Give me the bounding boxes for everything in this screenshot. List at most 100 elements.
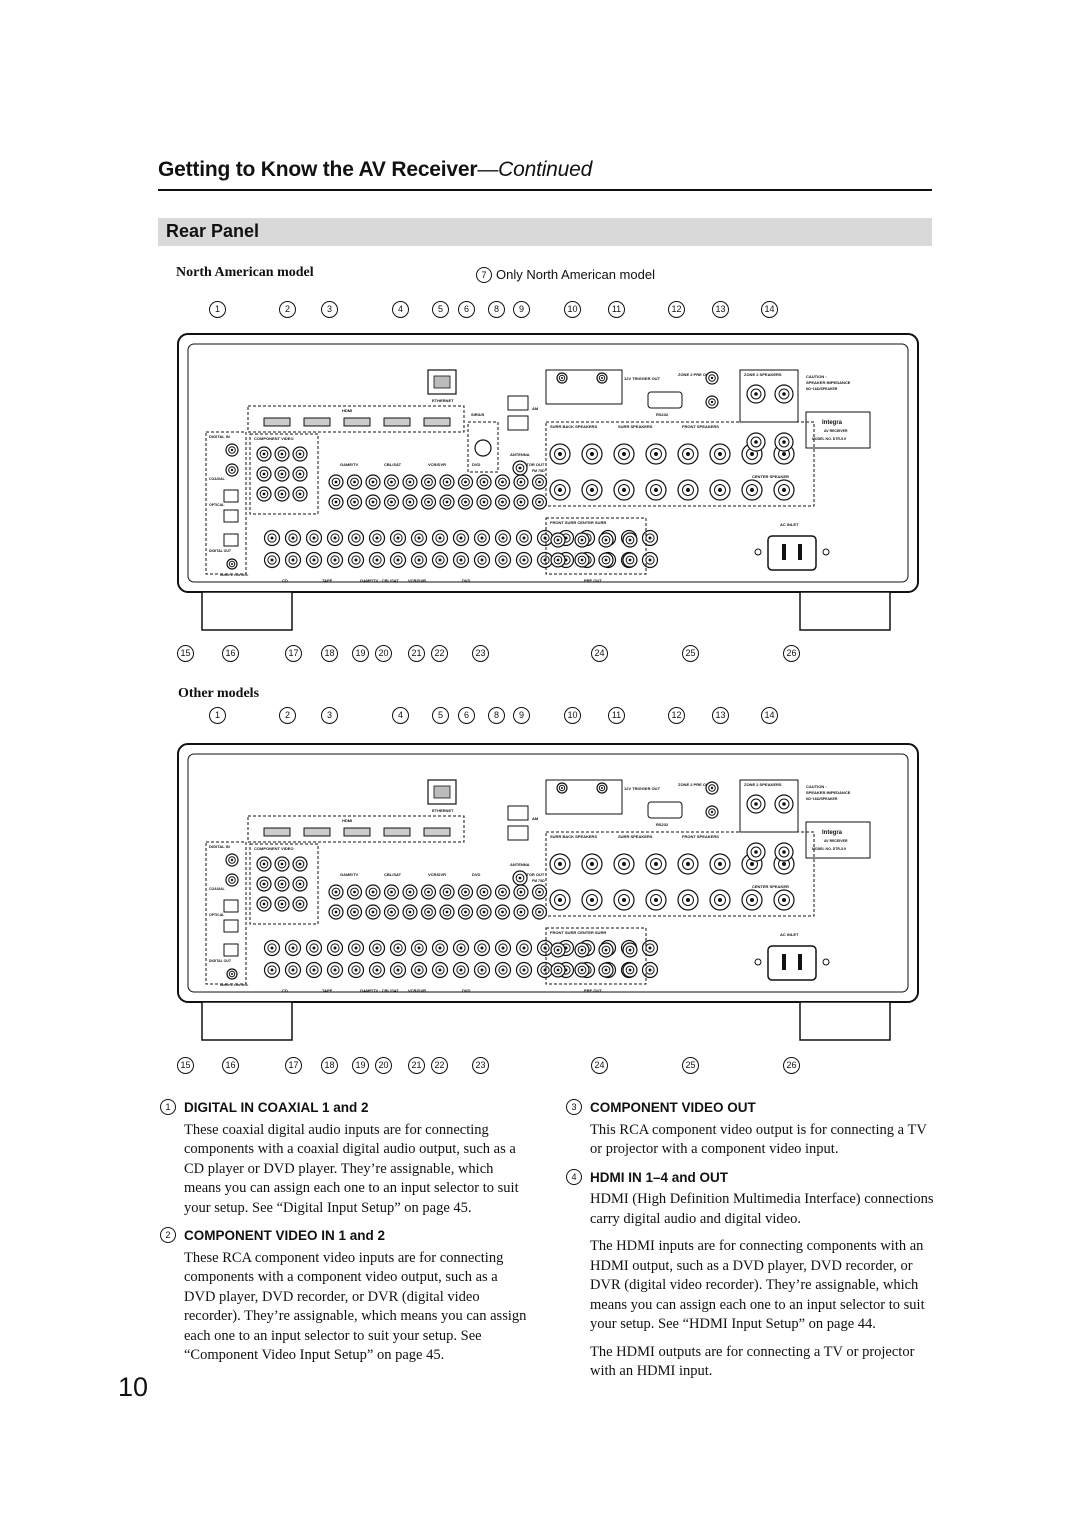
jack-pin — [298, 882, 302, 886]
callout-11: 11 — [608, 707, 625, 724]
north-american-label: North American model — [176, 265, 314, 280]
callout-9: 9 — [513, 707, 530, 724]
jack-pin — [291, 946, 295, 950]
rs232-port — [647, 391, 683, 409]
jack-pin — [628, 948, 632, 952]
item-number: 3 — [566, 1099, 582, 1115]
jack-pin — [501, 968, 505, 972]
jack-pin — [262, 902, 266, 906]
jack-pin — [354, 968, 358, 972]
brand-plate — [805, 411, 871, 449]
jack-pin — [230, 878, 234, 882]
speaker-block — [545, 831, 815, 917]
item-title: COMPONENT VIDEO IN 1 and 2 — [184, 1228, 386, 1243]
jack-pin — [501, 480, 504, 484]
callout-2: 2 — [279, 707, 296, 724]
jack-pin — [604, 538, 608, 542]
callout-25: 25 — [682, 1057, 699, 1074]
jack-pin — [590, 452, 594, 456]
hdmi-port — [343, 827, 371, 837]
jack-pin — [334, 480, 338, 484]
screw-hole — [754, 958, 762, 966]
digital-in-block — [205, 431, 247, 575]
jack-pin — [686, 452, 690, 456]
label-pre-out: PRE OUT — [584, 578, 602, 583]
callout-6: 6 — [458, 707, 475, 724]
callout-13: 13 — [712, 301, 729, 318]
label-video-input: GAME/TV — [340, 872, 359, 877]
label-surr-speakers: SURR SPEAKERS — [618, 834, 653, 839]
section-bar: Rear Panel — [158, 218, 932, 246]
jack-pin — [298, 472, 302, 476]
jack-pin — [334, 890, 338, 894]
jack-pin — [501, 946, 505, 950]
callout-17: 17 — [285, 645, 302, 662]
jack-pin — [231, 973, 233, 975]
callout-3: 3 — [321, 301, 338, 318]
jack-pin — [604, 558, 608, 562]
jack-pin — [622, 488, 626, 492]
jack-pin — [590, 488, 594, 492]
item-number: 4 — [566, 1168, 582, 1185]
jack-pin — [459, 946, 463, 950]
jack-pin — [718, 898, 722, 902]
callout-1: 1 — [209, 707, 226, 724]
callout-26: 26 — [783, 1057, 800, 1074]
label-ethernet: ETHERNET — [432, 808, 454, 813]
jack-pin — [556, 968, 560, 972]
label-tape: TAPE — [322, 988, 333, 993]
jack-pin — [417, 558, 421, 562]
jack-pin — [782, 850, 786, 854]
jack-pin — [590, 898, 594, 902]
jack-pin — [417, 536, 421, 540]
label-dvd: DVD — [462, 988, 471, 993]
jack-pin — [628, 538, 632, 542]
jack-pin — [375, 558, 379, 562]
sirius-port — [474, 439, 492, 457]
callout-10: 10 — [564, 707, 581, 724]
jack-pin — [445, 480, 449, 484]
label-ethernet: ETHERNET — [432, 398, 454, 403]
jack-pin — [371, 890, 375, 894]
jack-pin — [750, 488, 754, 492]
jack-pin — [354, 536, 358, 540]
label-am: AM — [532, 816, 539, 821]
ac-inlet — [767, 945, 817, 981]
label-optical: OPTICAL — [209, 503, 225, 507]
label-pre-out-channels: FRONT SURR CENTER SURR — [550, 520, 606, 525]
pre-out-block — [545, 517, 647, 575]
jack-pin — [333, 946, 337, 950]
jack-pin — [580, 968, 584, 972]
callout-18: 18 — [321, 1057, 338, 1074]
item-paragraph: This RCA component video output is for c… — [590, 1121, 927, 1158]
jack-pin — [654, 452, 658, 456]
label-surr-back: SURR BACK SPEAKERS — [550, 424, 597, 429]
jack-pin — [270, 536, 274, 540]
callout-12: 12 — [668, 301, 685, 318]
label-game-cbl: GAME/TV · CBL/SAT — [360, 988, 399, 993]
ir-block — [545, 779, 623, 815]
jack-pin — [604, 948, 608, 952]
optical-out — [223, 943, 239, 957]
am-terminal-1 — [507, 395, 529, 411]
jack-pin — [558, 488, 562, 492]
jack-pin — [580, 538, 584, 542]
jack-pin — [312, 968, 316, 972]
jack-pin — [353, 890, 356, 894]
jack-pin — [480, 946, 484, 950]
ir-block — [545, 369, 623, 405]
jack-pin — [538, 500, 541, 504]
jack-pin — [482, 910, 486, 914]
ac-pin — [782, 954, 786, 970]
label-model-no: MODEL NO. DTR-5.9 — [812, 437, 846, 441]
ac-pin — [782, 544, 786, 560]
label-digital-in: DIGITAL IN — [209, 434, 230, 439]
item-number: 2 — [160, 1227, 176, 1243]
jack-pin — [230, 448, 234, 452]
jack-pin — [754, 850, 758, 854]
callout-4: 4 — [392, 301, 409, 318]
